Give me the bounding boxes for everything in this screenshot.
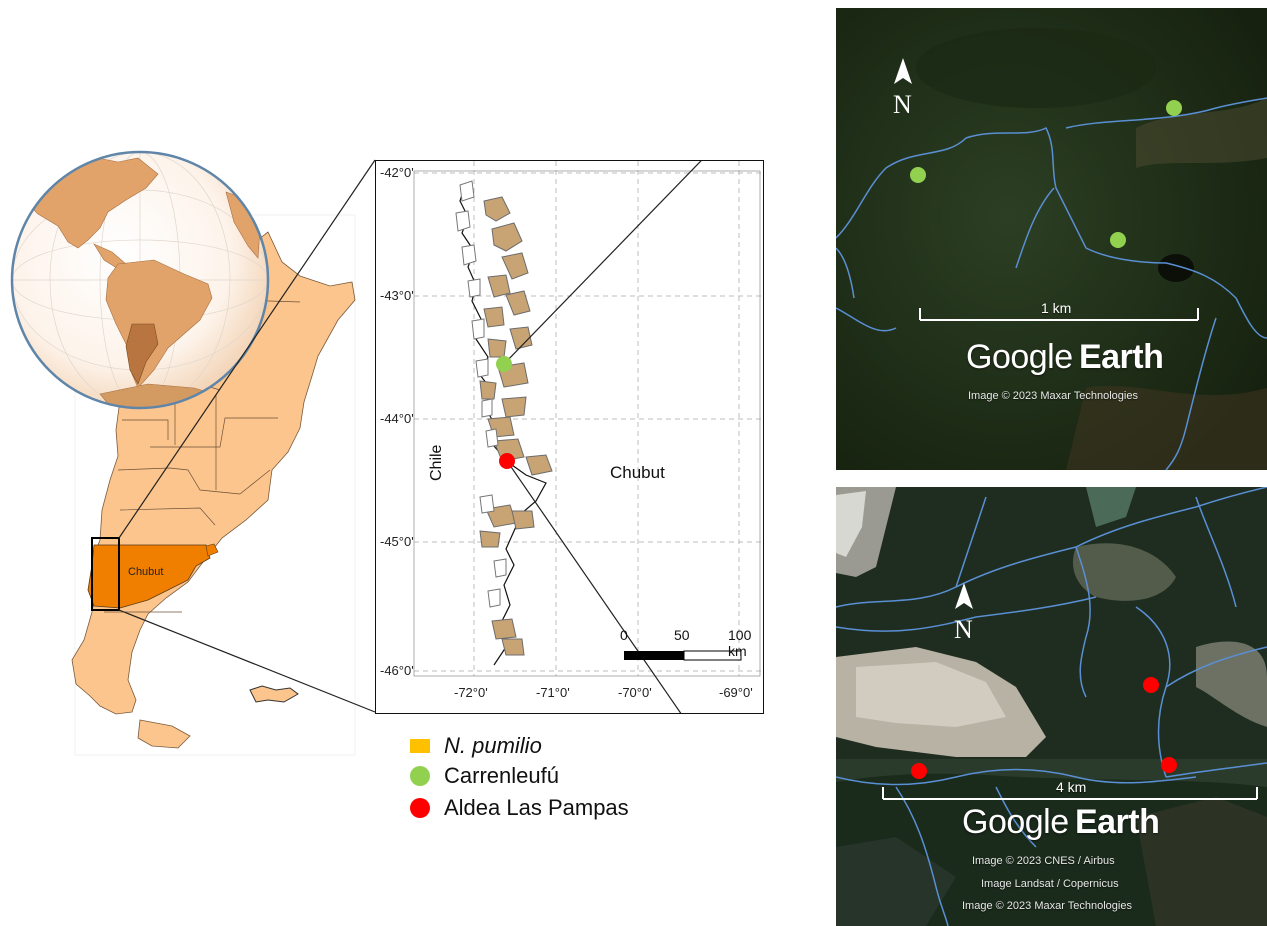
scale-label-50: 50 (674, 627, 690, 643)
legend-label-carrenleufu: Carrenleufú (444, 763, 559, 788)
n-pumilio-swatch (410, 739, 430, 753)
aldea-las-pampas-site-3 (1161, 757, 1177, 773)
legend-item-n-pumilio: N. pumilio (410, 733, 542, 759)
lon-label-71: -71°0' (536, 685, 570, 700)
north-arrow-icon (894, 58, 912, 84)
lon-label-72: -72°0' (454, 685, 488, 700)
scale-label-100km: 100 km (728, 627, 752, 659)
inset-map: -42°0' -43°0' -44°0' -45°0' -46°0' -72°0… (375, 160, 764, 714)
lat-label-44: -44°0' (380, 411, 414, 426)
aldea-las-pampas-swatch (410, 798, 430, 818)
scale-label-1km: 1 km (1041, 300, 1072, 316)
imagery-credit: Image © 2023 Maxar Technologies (968, 390, 1138, 402)
lon-label-70: -70°0' (618, 685, 652, 700)
google-earth-logo: Google Earth (962, 803, 1160, 841)
legend-label-aldea-las-pampas: Aldea Las Pampas (444, 795, 629, 820)
inset-extent-box (91, 537, 120, 611)
chubut-label: Chubut (128, 566, 164, 578)
globe-icon (10, 150, 270, 410)
aldea-las-pampas-site-marker (499, 453, 515, 469)
argentina-locator-map: Chubut (0, 0, 380, 760)
carrenleufu-site-2 (910, 167, 926, 183)
google-earth-logo: Google Earth (966, 338, 1164, 376)
lon-label-69: -69°0' (719, 685, 753, 700)
aldea-las-pampas-site-1 (1143, 677, 1159, 693)
lat-label-43: -43°0' (380, 288, 414, 303)
chubut-inset-label: Chubut (610, 463, 665, 482)
satellite-image-aldea-las-pampas: N 4 km Google Earth Image © 2023 CNES / … (836, 487, 1267, 926)
legend-item-aldea-las-pampas: Aldea Las Pampas (410, 795, 629, 821)
north-label: N (954, 615, 973, 644)
carrenleufu-site-1 (1166, 100, 1182, 116)
imagery-credit-2: Image Landsat / Copernicus (981, 878, 1119, 890)
imagery-credit-3: Image © 2023 Maxar Technologies (962, 900, 1132, 912)
carrenleufu-swatch (410, 766, 430, 786)
chile-label: Chile (428, 444, 445, 481)
scale-label-4km: 4 km (1056, 779, 1087, 795)
imagery-credit-1: Image © 2023 CNES / Airbus (972, 855, 1115, 867)
aldea-las-pampas-site-2 (911, 763, 927, 779)
lat-label-46: -46°0' (380, 663, 414, 678)
lat-label-42: -42°0' (380, 165, 414, 180)
satellite-image-carrenleufu: N 1 km Google Earth Image © 2023 Maxar T… (836, 8, 1267, 470)
north-arrow-icon (955, 583, 973, 609)
legend-item-carrenleufu: Carrenleufú (410, 763, 559, 789)
north-label: N (893, 90, 912, 119)
carrenleufu-site-3 (1110, 232, 1126, 248)
legend-label-n-pumilio: N. pumilio (444, 733, 542, 758)
carrenleufu-site-marker (496, 356, 512, 372)
lat-label-45: -45°0' (380, 534, 414, 549)
scale-label-0: 0 (620, 627, 628, 643)
